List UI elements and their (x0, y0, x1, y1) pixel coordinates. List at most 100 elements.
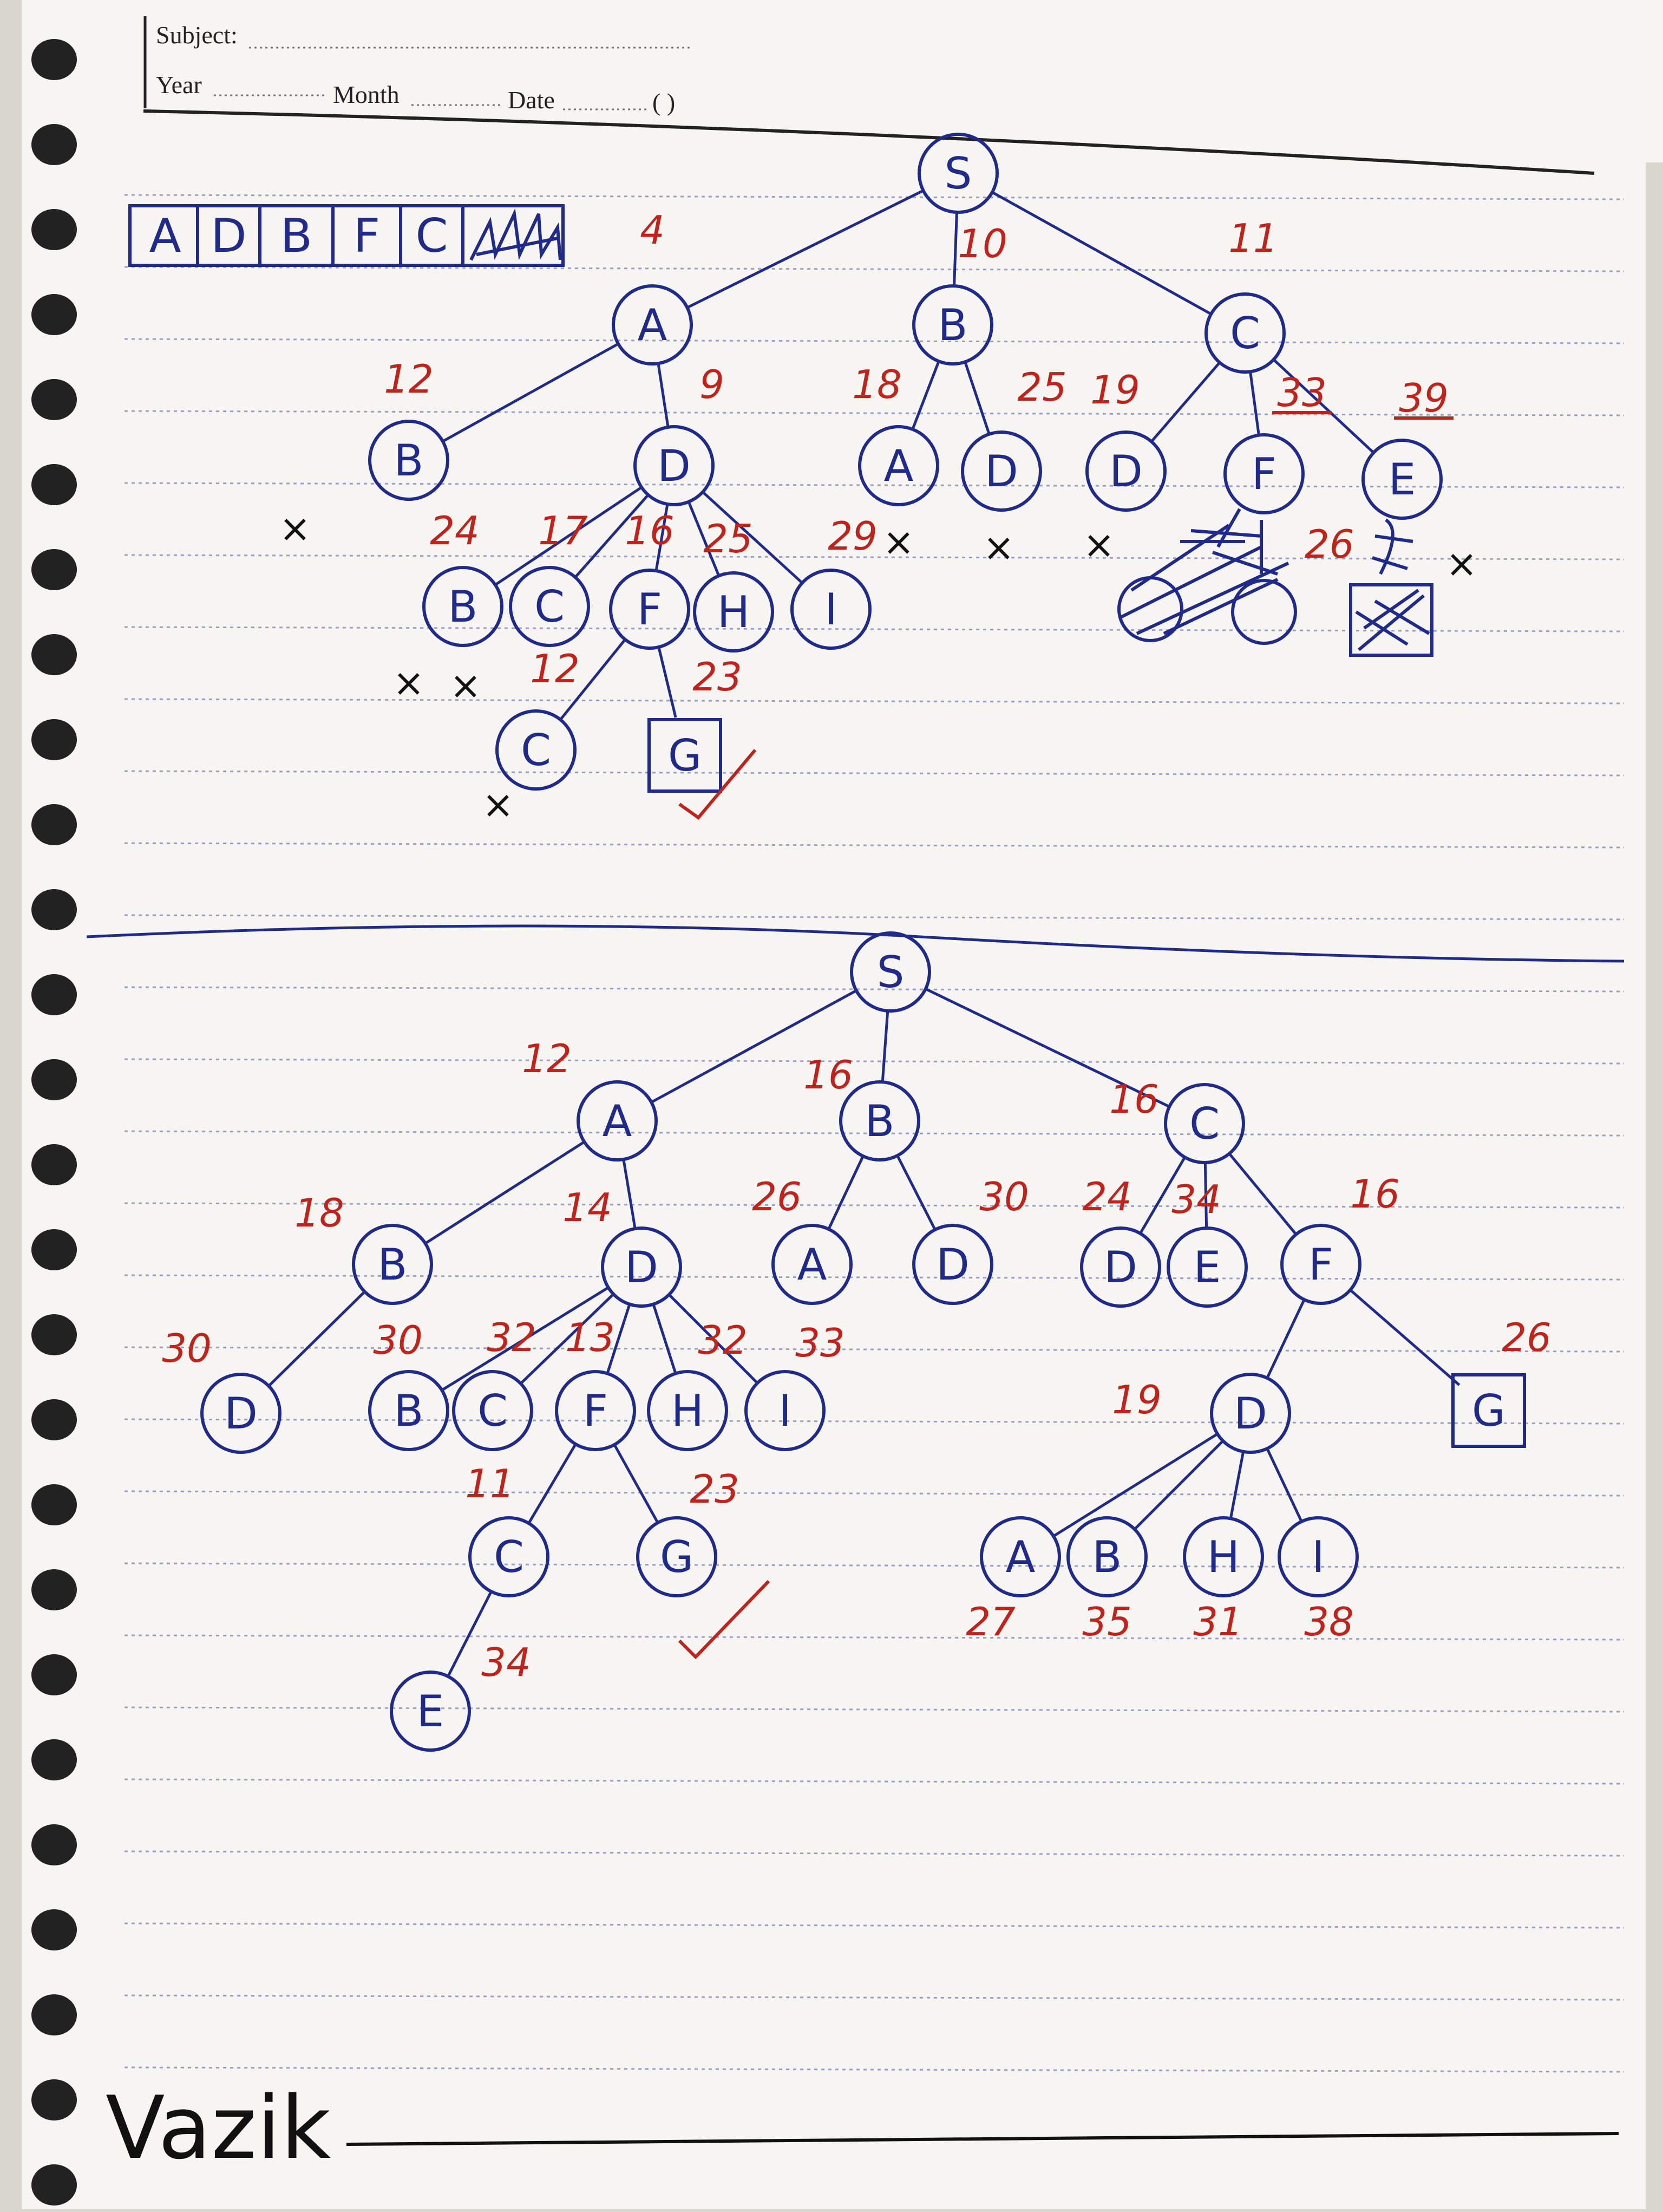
subject-label: Subject: (156, 21, 238, 49)
node-t2-BD: D (912, 1224, 993, 1305)
cost-label: 11 (465, 1461, 515, 1506)
node-t1-FC: C (495, 709, 577, 791)
tree-edge (1134, 1440, 1224, 1530)
tree-edge (559, 638, 626, 721)
node-circle (1210, 1373, 1291, 1454)
tree-edge (925, 988, 1170, 1108)
tree-edge (1249, 371, 1260, 435)
node-t2-A: A (577, 1080, 658, 1162)
tree-edge (442, 342, 619, 443)
binding-hole (31, 1484, 77, 1525)
node-circle (1167, 1226, 1248, 1308)
node-label: I (778, 1386, 791, 1436)
pruned-cross-mark: × (1083, 523, 1115, 567)
node-t2-DA: A (980, 1516, 1061, 1597)
node-label: F (637, 584, 662, 635)
binding-hole (31, 1909, 77, 1950)
node-circle (1278, 1516, 1359, 1597)
queue-cell: C (415, 209, 448, 263)
tree-edge (1229, 1451, 1245, 1519)
cost-label: 23 (690, 1466, 739, 1512)
node-circle (850, 931, 931, 1013)
binding-hole (31, 1739, 77, 1780)
tree-edge (520, 1293, 614, 1385)
cost-label: 14 (562, 1185, 612, 1230)
queue-cell: D (211, 209, 246, 263)
cost-label: 12 (522, 1036, 572, 1081)
node-t1-DH: H (693, 571, 774, 652)
node-label: B (1092, 1532, 1122, 1582)
cost-label: 4 (640, 207, 665, 253)
node-t1-AD: D (633, 425, 715, 506)
node-t2-BA: A (771, 1224, 853, 1305)
tree-edge (447, 1591, 493, 1677)
node-label: H (1207, 1532, 1240, 1582)
cost-label: 13 (565, 1315, 615, 1360)
node-circle (577, 1080, 658, 1162)
cost-label: 33 (1277, 370, 1327, 415)
binding-hole (31, 1569, 77, 1610)
cost-label: 32 (487, 1315, 536, 1360)
node-t2-DI2: I (1278, 1516, 1359, 1597)
node-circle (912, 1224, 993, 1305)
queue-cell: B (280, 209, 312, 263)
cost-label: 30 (373, 1317, 423, 1363)
pruned-cross-mark: × (279, 506, 311, 551)
date-paren: ( ) (652, 88, 675, 116)
node-label: F (1308, 1239, 1333, 1290)
node-t1-FG: G (647, 718, 722, 793)
binding-hole (31, 294, 77, 335)
binding-hole (31, 1314, 77, 1355)
node-label: D (1109, 446, 1143, 497)
node-t2-FD: D (1210, 1373, 1291, 1454)
node-circle (509, 566, 590, 647)
node-circle (352, 1224, 433, 1305)
node-label: C (521, 725, 551, 775)
node-label: B (394, 1386, 424, 1436)
node-circle (1204, 292, 1286, 374)
cost-label: 24 (430, 508, 480, 553)
tree-edge (911, 361, 940, 430)
node-circle (839, 1080, 920, 1162)
node-label: E (1194, 1242, 1221, 1293)
tree-edge (1266, 1448, 1303, 1522)
binding-hole (31, 889, 77, 930)
node-label: C (1230, 308, 1260, 358)
node-label: G (1472, 1386, 1505, 1436)
node-label: A (797, 1239, 827, 1290)
node-label: G (660, 1532, 693, 1582)
date-label: Date (508, 86, 555, 114)
cost-label: 25 (703, 516, 753, 562)
node-circle (1080, 1226, 1161, 1308)
node-label: D (224, 1388, 258, 1439)
binding-hole (31, 1824, 77, 1865)
binding-holes (31, 39, 77, 2206)
paper (22, 0, 1663, 2209)
cost-label: 34 (1171, 1177, 1221, 1222)
node-t1-DB: B (422, 566, 503, 647)
node-circle (1361, 439, 1443, 520)
node-t2-AD: D (601, 1226, 682, 1308)
brand-logo: Vazik (106, 2077, 331, 2178)
node-t1-C: C (1204, 292, 1286, 374)
binding-hole (31, 39, 77, 80)
cost-label: 34 (481, 1640, 531, 1685)
binding-hole (31, 1229, 77, 1270)
year-label: Year (156, 71, 202, 99)
cost-label: 39 (1399, 375, 1449, 421)
node-label: B (448, 582, 478, 632)
node-t2-FC: C (468, 1516, 549, 1597)
node-t2-B: B (839, 1080, 920, 1162)
node-t2-AB: B (352, 1224, 433, 1305)
pruned-cross-mark: × (1446, 541, 1478, 586)
node-t1-BA: A (858, 425, 939, 506)
node-label: S (945, 148, 972, 199)
node-t1-B: B (912, 284, 993, 366)
node-label: D (1104, 1242, 1137, 1293)
cost-label: 23 (692, 654, 742, 700)
cost-label: 25 (1017, 364, 1067, 410)
node-label: B (378, 1239, 408, 1290)
binding-hole (31, 124, 77, 165)
goal-node-box (1451, 1373, 1526, 1448)
